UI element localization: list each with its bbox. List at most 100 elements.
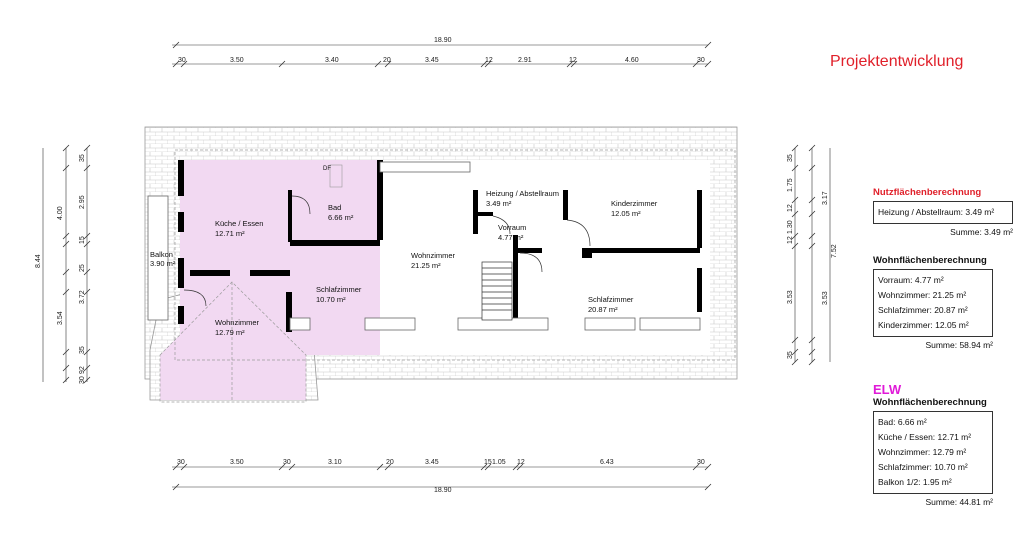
dim-tick [808, 144, 816, 152]
dim-tick [808, 336, 816, 344]
dim-right-segment: 35 [787, 351, 794, 359]
dim-top-segment: 2.91 [518, 57, 532, 64]
dim-right-total: 7.52 [831, 244, 838, 258]
dim-left-segment: 35 [79, 346, 86, 354]
dim-right-segment: 3.53 [787, 290, 794, 304]
dim-tick [704, 483, 712, 491]
project-title: Projektentwicklung [830, 53, 964, 70]
room-vorraum-name: Vorraum [498, 223, 526, 232]
dim-tick [512, 463, 520, 471]
dim-tick [83, 376, 91, 384]
room-schlaf-left-name: Schlafzimmer [316, 285, 362, 294]
room-heizung-name: Heizung / Abstellraum [486, 189, 559, 198]
dim-tick [374, 60, 382, 68]
dim-tick [384, 60, 392, 68]
nutzflaechen-heading: Nutzflächenberechnung [873, 187, 982, 198]
skylight [329, 164, 343, 188]
dim-left-segment: 2.95 [79, 195, 86, 209]
dim-left-segment: 35 [79, 154, 86, 162]
dim-tick [791, 348, 799, 356]
dim-tick [791, 164, 799, 172]
dim-tick [83, 288, 91, 296]
dim-tick [692, 60, 700, 68]
dim-tick [83, 144, 91, 152]
dim-top-segment: 12 [485, 57, 493, 64]
dim-tick [570, 60, 578, 68]
dim-tick [808, 358, 816, 366]
wohn-row: Schlafzimmer: 20.87 m² [878, 305, 968, 315]
dim-tick [62, 268, 70, 276]
elw-row: Küche / Essen: 12.71 m² [878, 432, 972, 442]
dim-left-outer: 4.00 [57, 206, 64, 220]
dim-tick [180, 60, 188, 68]
dim-bottom-segment: 3.10 [328, 459, 342, 466]
dim-tick [384, 463, 392, 471]
dim-tick [278, 60, 286, 68]
dim-tick [791, 232, 799, 240]
dim-bottom-segment: 1.05 [492, 459, 506, 466]
elw-row: Bad: 6.66 m² [878, 417, 927, 427]
dim-tick [704, 60, 712, 68]
dim-tick [704, 463, 712, 471]
dim-right-outer: 3.17 [822, 191, 829, 205]
dim-tick [376, 463, 384, 471]
dim-tick [62, 348, 70, 356]
wohn-row: Wohnzimmer: 21.25 m² [878, 290, 967, 300]
elw-label: ELW [873, 382, 902, 397]
room-wohn-left-name: Wohnzimmer [215, 318, 260, 327]
dimension-ticks [62, 41, 816, 491]
dim-tick [791, 242, 799, 250]
nutz-row: Heizung / Abstellraum: 3.49 m² [878, 207, 995, 217]
dim-right-segment: 35 [787, 154, 794, 162]
elw-heading: Wohnflächenberechnung [873, 397, 987, 408]
dim-bottom-segment: 6.43 [600, 459, 614, 466]
dim-tick [83, 232, 91, 240]
dim-tick [62, 288, 70, 296]
room-bad-area: 6.66 m² [328, 213, 354, 222]
dim-left-segment: 30 [79, 376, 86, 384]
dim-tick [484, 463, 492, 471]
room-wohn-center-name: Wohnzimmer [411, 251, 456, 260]
room-heizung-area: 3.49 m² [486, 199, 512, 208]
room-balkon-name: Balkon [150, 250, 173, 259]
dim-tick [83, 240, 91, 248]
dim-tick [83, 164, 91, 172]
elw-row: Schlafzimmer: 10.70 m² [878, 462, 968, 472]
dim-tick [62, 232, 70, 240]
dim-tick [808, 242, 816, 250]
dim-tick [278, 463, 286, 471]
nutzflaechen-panel: Nutzflächenberechnung Heizung / Abstellr… [873, 187, 1013, 237]
dim-left-segment: 25 [79, 264, 86, 272]
dim-top-segment: 3.50 [230, 57, 244, 64]
wohnflaechen-heading: Wohnflächenberechnung [873, 255, 987, 266]
dim-bottom-segment: 20 [386, 459, 394, 466]
room-wohn-center-area: 21.25 m² [411, 261, 441, 270]
dim-top-segment: 20 [383, 57, 391, 64]
elw-box: Bad: 6.66 m² Küche / Essen: 12.71 m² Woh… [873, 411, 993, 494]
dim-tick [791, 358, 799, 366]
dim-bottom-segment: 12 [517, 459, 525, 466]
dim-top-segment: 12 [569, 57, 577, 64]
dim-right-segment: 12 [787, 204, 794, 212]
walls [178, 160, 702, 332]
wohnflaechen-box: Vorraum: 4.77 m² Wohnzimmer: 21.25 m² Sc… [873, 269, 993, 337]
room-kinder-name: Kinderzimmer [611, 199, 658, 208]
dim-bottom-total: 18.90 [434, 487, 452, 494]
dim-top-total: 18.90 [434, 37, 452, 44]
dim-tick [808, 348, 816, 356]
door-arcs [183, 195, 591, 307]
dim-bottom-segment: 3.45 [425, 459, 439, 466]
nutzflaechen-box: Heizung / Abstellraum: 3.49 m² [873, 201, 1013, 224]
dim-top-segment: 3.45 [425, 57, 439, 64]
dim-top-segment: 30 [178, 57, 186, 64]
dim-right-outer: 3.53 [822, 291, 829, 305]
room-kueche-area: 12.71 m² [215, 229, 245, 238]
dim-tick [288, 463, 296, 471]
room-schlaf-left-area: 10.70 m² [316, 295, 346, 304]
dim-tick [83, 348, 91, 356]
dim-bottom-segment: 3.50 [230, 459, 244, 466]
dim-tick [566, 60, 574, 68]
dim-tick [808, 210, 816, 218]
dim-tick [172, 463, 180, 471]
